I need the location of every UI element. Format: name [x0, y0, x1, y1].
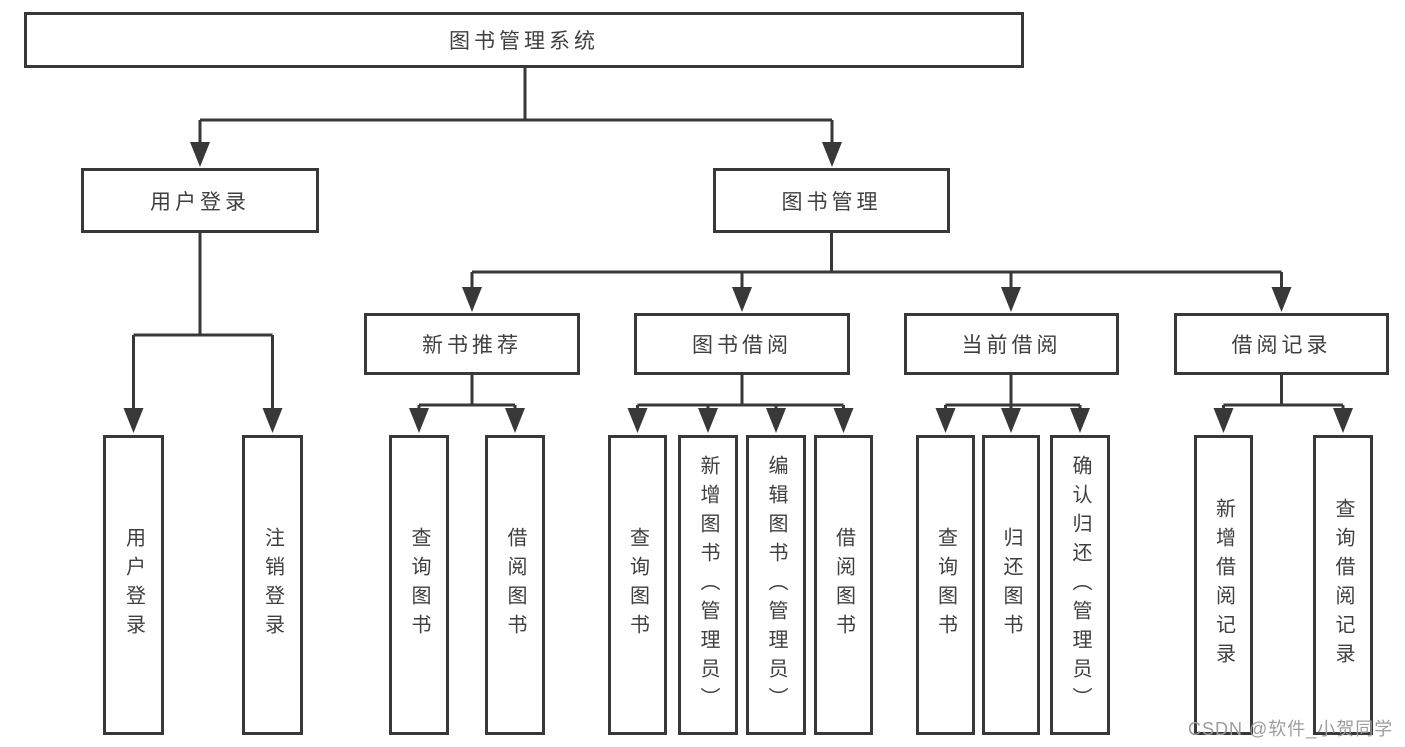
leaf-confirm-return-admin: 确认归还（管理员） — [1050, 435, 1110, 735]
node-user-login-label: 用户登录 — [150, 190, 250, 214]
leaf-query-book-current-label: 查询图书 — [934, 527, 957, 643]
leaf-return-book: 归还图书 — [982, 435, 1040, 735]
leaf-user-login: 用户登录 — [103, 435, 164, 735]
node-borrow-records: 借阅记录 — [1174, 313, 1389, 375]
node-root: 图书管理系统 — [24, 12, 1024, 68]
watermark: CSDN @软件_小贺同学 — [1188, 719, 1394, 739]
node-new-book-recommend: 新书推荐 — [364, 313, 580, 375]
arrow-down-icon — [833, 408, 854, 433]
arrow-down-icon — [732, 287, 752, 312]
arrow-down-icon — [698, 408, 718, 433]
leaf-borrow-book-recommend: 借阅图书 — [485, 435, 545, 735]
node-book-management: 图书管理 — [713, 168, 950, 233]
leaf-query-book-borrow-label: 查询图书 — [626, 527, 649, 643]
node-book-management-label: 图书管理 — [781, 190, 882, 214]
leaf-logout: 注销登录 — [242, 435, 303, 735]
arrow-down-icon — [1213, 408, 1234, 433]
connector-current-borrow-to-leaves — [935, 375, 1090, 433]
connector-borrow-records-to-leaves — [1213, 375, 1353, 433]
node-current-borrow-label: 当前借阅 — [961, 334, 1062, 357]
connector-root-to-level2 — [190, 68, 842, 167]
node-new-book-recommend-label: 新书推荐 — [422, 334, 522, 357]
leaf-query-book-borrow: 查询图书 — [608, 435, 667, 735]
leaf-edit-book-admin: 编辑图书（管理员） — [746, 435, 806, 735]
arrow-down-icon — [766, 408, 786, 433]
connector-book-borrow-to-leaves — [627, 375, 854, 433]
node-current-borrow: 当前借阅 — [904, 313, 1119, 375]
arrow-down-icon — [505, 408, 525, 433]
node-book-borrow-label: 图书借阅 — [692, 334, 792, 357]
leaf-edit-book-admin-label: 编辑图书（管理员） — [765, 454, 787, 716]
connector-new-book-to-leaves — [409, 375, 525, 433]
connector-user-login-to-leaves — [123, 233, 283, 433]
arrow-down-icon — [1001, 287, 1021, 312]
arrow-down-icon — [627, 408, 648, 433]
leaf-return-book-label: 归还图书 — [1000, 527, 1022, 643]
leaf-add-borrow-record-label: 新增借阅记录 — [1212, 498, 1235, 672]
arrow-down-icon — [822, 142, 842, 167]
arrow-down-icon — [935, 408, 956, 433]
arrow-down-icon — [1271, 287, 1292, 312]
node-root-label: 图书管理系统 — [449, 30, 599, 53]
connector-book-mgmt-to-level3 — [462, 233, 1292, 312]
node-book-borrow: 图书借阅 — [634, 313, 850, 375]
arrow-down-icon — [123, 408, 144, 433]
node-user-login: 用户登录 — [81, 168, 319, 233]
leaf-borrow-book: 借阅图书 — [814, 435, 873, 735]
arrow-down-icon — [1001, 408, 1021, 433]
leaf-add-book-admin-label: 新增图书（管理员） — [697, 454, 719, 716]
arrow-down-icon — [262, 408, 283, 433]
leaf-borrow-book-label: 借阅图书 — [832, 527, 855, 643]
arrow-down-icon — [462, 287, 482, 312]
leaf-add-book-admin: 新增图书（管理员） — [678, 435, 738, 735]
leaf-confirm-return-admin-label: 确认归还（管理员） — [1069, 454, 1091, 716]
arrow-down-icon — [190, 142, 210, 167]
arrow-down-icon — [409, 408, 429, 433]
leaf-query-borrow-record-label: 查询借阅记录 — [1332, 498, 1354, 672]
leaf-user-login-label: 用户登录 — [122, 527, 145, 643]
node-borrow-records-label: 借阅记录 — [1231, 334, 1332, 357]
leaf-logout-label: 注销登录 — [261, 527, 284, 643]
arrow-down-icon — [1070, 408, 1090, 433]
leaf-query-book-current: 查询图书 — [916, 435, 975, 735]
leaf-add-borrow-record: 新增借阅记录 — [1194, 435, 1253, 735]
leaf-borrow-book-recommend-label: 借阅图书 — [504, 527, 526, 643]
leaf-query-book-recommend-label: 查询图书 — [408, 527, 430, 643]
leaf-query-borrow-record: 查询借阅记录 — [1313, 435, 1373, 735]
arrow-down-icon — [1333, 408, 1353, 433]
leaf-query-book-recommend: 查询图书 — [389, 435, 449, 735]
